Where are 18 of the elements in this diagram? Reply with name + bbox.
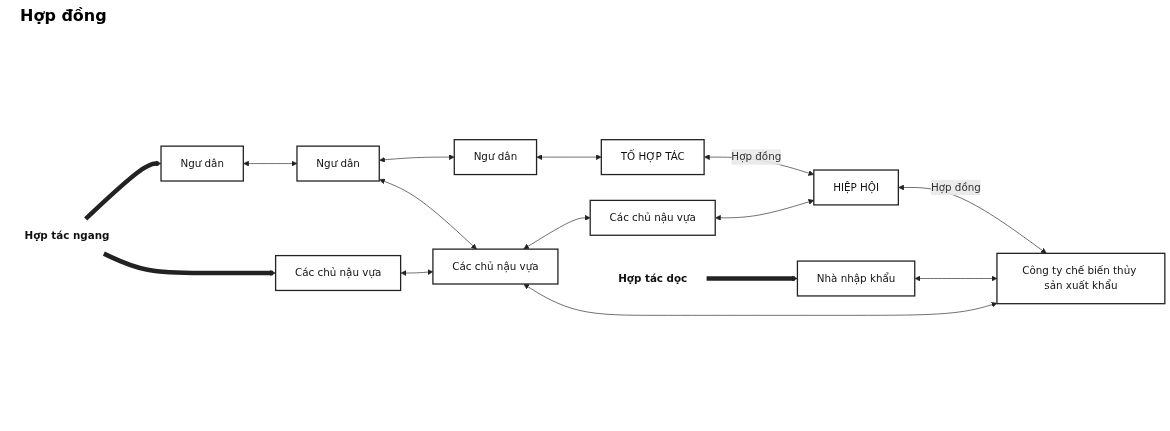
node-box: Các chủ nậu vựa: [589, 199, 716, 236]
node-box: Các chủ nậu vựa: [274, 254, 402, 292]
edge-label: Hợp đồng: [731, 150, 782, 163]
node-box: Ngư dân: [453, 139, 538, 176]
node-box: Công ty chế biến thủy sản xuất khẩu: [996, 252, 1166, 305]
node-box: HIỆP HỘI: [813, 169, 899, 206]
node-box: Ngư dân: [296, 145, 380, 182]
edge-label: Hợp đồng: [930, 181, 981, 194]
note-label: Hợp đồng: [20, 5, 107, 25]
arrow: [706, 275, 798, 282]
arrow: [102, 251, 276, 276]
node-box: Ngư dân: [160, 145, 244, 182]
node-box: TỔ HỢP TÁC: [600, 139, 705, 176]
arrow: [84, 160, 162, 221]
node-box: Nhà nhập khẩu: [796, 260, 916, 297]
node-text: Hợp tác ngang: [24, 229, 110, 243]
node-text: Hợp tác dọc: [618, 272, 688, 285]
node-box: Các chủ nậu vựa: [432, 248, 559, 285]
